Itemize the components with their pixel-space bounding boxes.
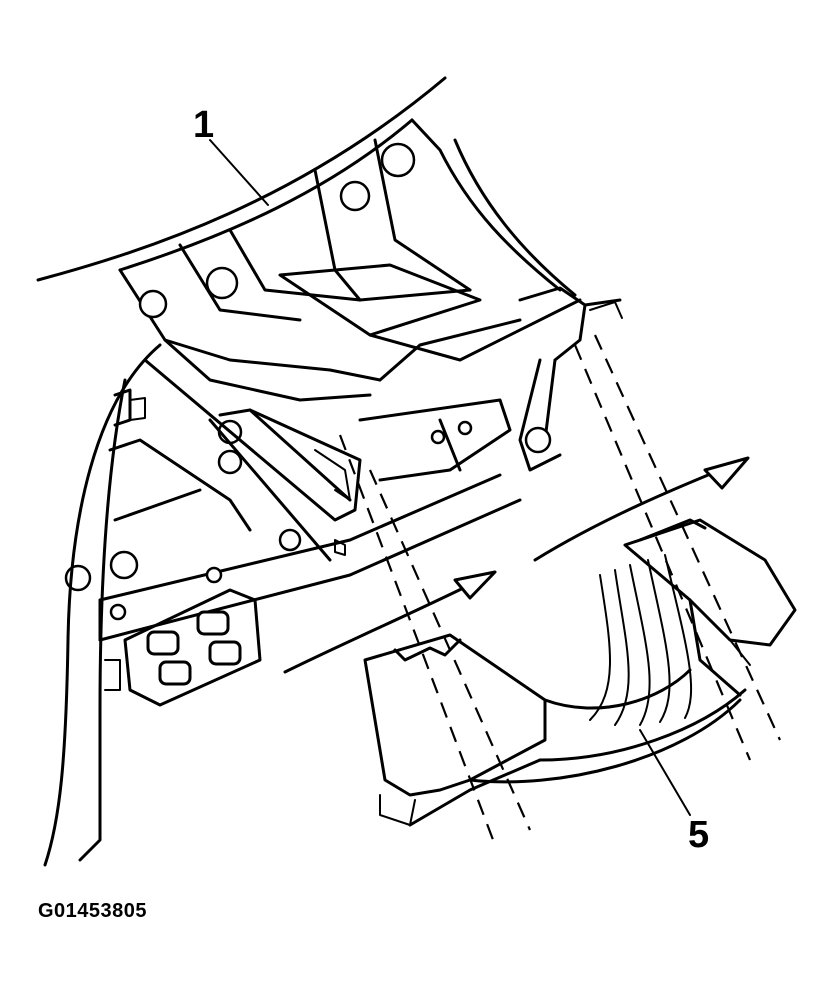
left-rail xyxy=(43,343,162,867)
alignment-lines xyxy=(338,334,782,846)
component-1-frame xyxy=(36,76,623,472)
figure-id: G01453805 xyxy=(38,900,148,922)
component-5-shield xyxy=(363,518,797,827)
angled-bracket xyxy=(143,358,362,562)
lower-frame-member xyxy=(98,398,522,642)
leader-lines xyxy=(209,139,691,816)
callout-label: 5 xyxy=(688,814,710,856)
connector-block xyxy=(104,588,262,707)
callout-label: 1 xyxy=(193,104,215,146)
install-arrows xyxy=(283,456,750,674)
